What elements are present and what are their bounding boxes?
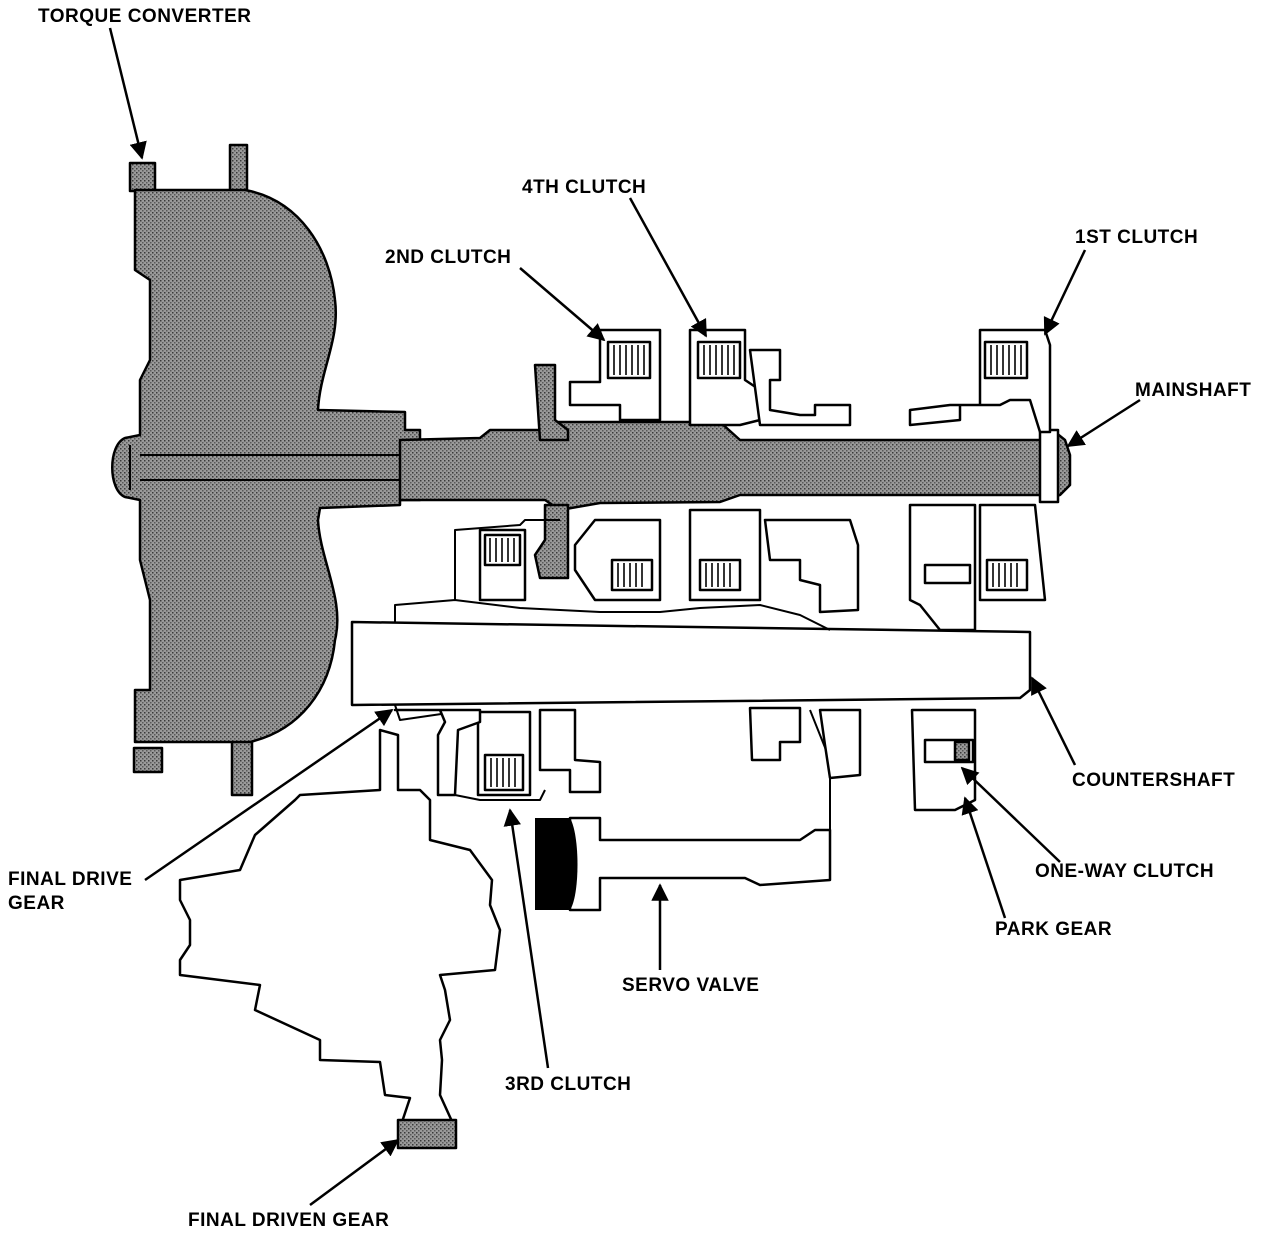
label-fourth-clutch: 4TH CLUTCH [522, 177, 646, 198]
label-second-clutch: 2ND CLUTCH [385, 247, 511, 268]
mainshaft-gear-hub [533, 363, 570, 442]
label-final-drive-gear-line2: GEAR [8, 893, 65, 914]
final-drive-gear [393, 708, 482, 797]
servo-piston [535, 818, 578, 910]
converter-housing [111, 188, 422, 744]
mainshaft [398, 420, 1072, 512]
arrow-countershaft [1030, 676, 1077, 766]
countershaft-lower-gears [476, 706, 977, 812]
lower-gear-b [748, 706, 802, 762]
arrow-final-drive-gear [144, 708, 394, 882]
countershaft [350, 620, 1032, 707]
cs-gear-d [763, 518, 860, 614]
cs-bearing-e [923, 563, 972, 585]
label-servo-valve: SERVO VALVE [622, 975, 759, 996]
first-clutch-pack [983, 340, 1029, 380]
arrow-fourth-clutch [628, 197, 708, 338]
first-clutch-drum [908, 328, 1052, 434]
mainshaft-bearing-right [1038, 428, 1060, 504]
fourth-clutch-hub [748, 348, 852, 427]
lower-gear-c [818, 708, 862, 780]
differential-housing [178, 728, 502, 1130]
label-first-clutch: 1ST CLUTCH [1075, 227, 1198, 248]
arrow-first-clutch [1043, 249, 1087, 336]
countershaft-assembly [350, 519, 1032, 883]
converter-top-stub-right [228, 143, 249, 197]
cs-clutch-a-plates [489, 538, 515, 562]
torque-converter [111, 143, 422, 797]
differential [178, 708, 502, 1150]
label-final-driven-gear: FINAL DRIVEN GEAR [188, 1210, 389, 1231]
countershaft-clutches [478, 503, 1047, 632]
mainshaft-drive-web [533, 503, 570, 580]
arrow-final-driven-gear [309, 1138, 400, 1207]
fourth-clutch-pack [696, 340, 742, 380]
arrow-mainshaft [1066, 398, 1141, 448]
arrow-one-way-clutch [960, 766, 1061, 863]
arrow-third-clutch [503, 808, 550, 1069]
servo-body [568, 816, 832, 912]
arrow-second-clutch [519, 267, 606, 342]
label-final-drive-gear-line1: FINAL DRIVE [8, 869, 132, 890]
cs-clutch-f-plates [992, 563, 1018, 587]
one-way-clutch-roller [953, 740, 971, 762]
arrow-torque-converter [108, 27, 147, 160]
second-clutch-pack [606, 340, 652, 380]
fourth-clutch [688, 328, 852, 427]
fourth-clutch-plates [703, 345, 735, 375]
first-clutch-plates [990, 345, 1022, 375]
countershaft-upper-housing [394, 519, 831, 631]
label-countershaft: COUNTERSHAFT [1072, 770, 1235, 791]
label-mainshaft: MAINSHAFT [1135, 380, 1251, 401]
converter-top-stub-left [128, 161, 157, 193]
labels: TORQUE CONVERTER 4TH CLUTCH 2ND CLUTCH 1… [8, 6, 1251, 1231]
arrow-park-gear [961, 796, 1007, 919]
cs-clutch-b-plates [617, 563, 643, 587]
label-park-gear: PARK GEAR [995, 919, 1112, 940]
final-driven-gear [396, 1118, 458, 1150]
label-one-way-clutch: ONE-WAY CLUTCH [1035, 861, 1214, 882]
converter-bottom-stub-left [132, 746, 164, 774]
first-clutch [908, 328, 1052, 434]
label-torque-converter: TORQUE CONVERTER [38, 6, 252, 27]
leader-lines [108, 27, 1141, 1207]
mainshaft-assembly [398, 363, 1072, 580]
third-clutch-plates [490, 758, 516, 787]
second-clutch [568, 328, 662, 422]
converter-hub-line [129, 445, 400, 490]
second-clutch-plates [613, 345, 645, 375]
converter-bottom-stub-right [230, 738, 254, 797]
servo-valve [535, 816, 832, 912]
cs-clutch-c-plates [705, 563, 731, 587]
lower-gear-a [538, 708, 602, 794]
label-third-clutch: 3RD CLUTCH [505, 1074, 631, 1095]
